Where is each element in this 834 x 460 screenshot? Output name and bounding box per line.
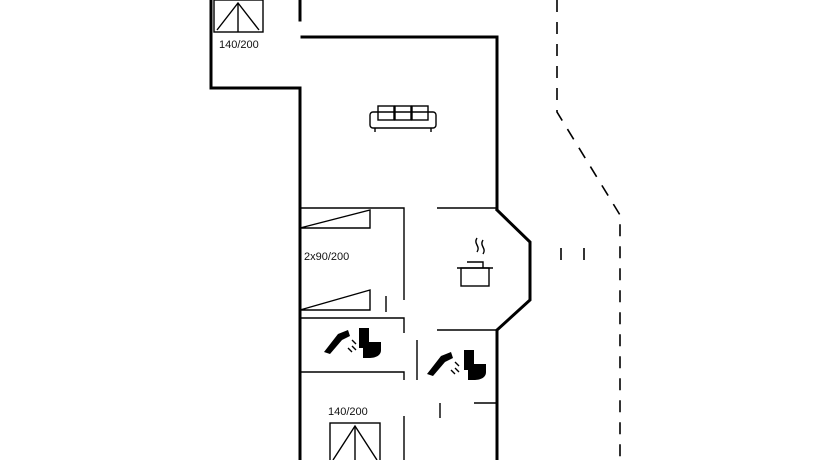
sofa-icon: [369, 105, 437, 132]
shower-icon-2: [427, 352, 460, 376]
terrace-outline: [556, 0, 621, 460]
shower-icon: [324, 330, 357, 354]
bed-size-label-bunk: 2x90/200: [304, 251, 349, 263]
bunk-bed-lower: [299, 289, 371, 311]
walls: [209, 0, 532, 460]
toilet-icon: [359, 328, 381, 358]
bed-size-label-top: 140/200: [219, 39, 259, 51]
double-bed-top: [213, 0, 264, 33]
toilet-icon-2: [464, 350, 486, 380]
double-bed-bottom: [329, 422, 381, 460]
cooking-pot-icon: [457, 237, 493, 287]
bunk-bed-upper: [299, 209, 371, 229]
bed-size-label-bottom: 140/200: [328, 406, 368, 418]
